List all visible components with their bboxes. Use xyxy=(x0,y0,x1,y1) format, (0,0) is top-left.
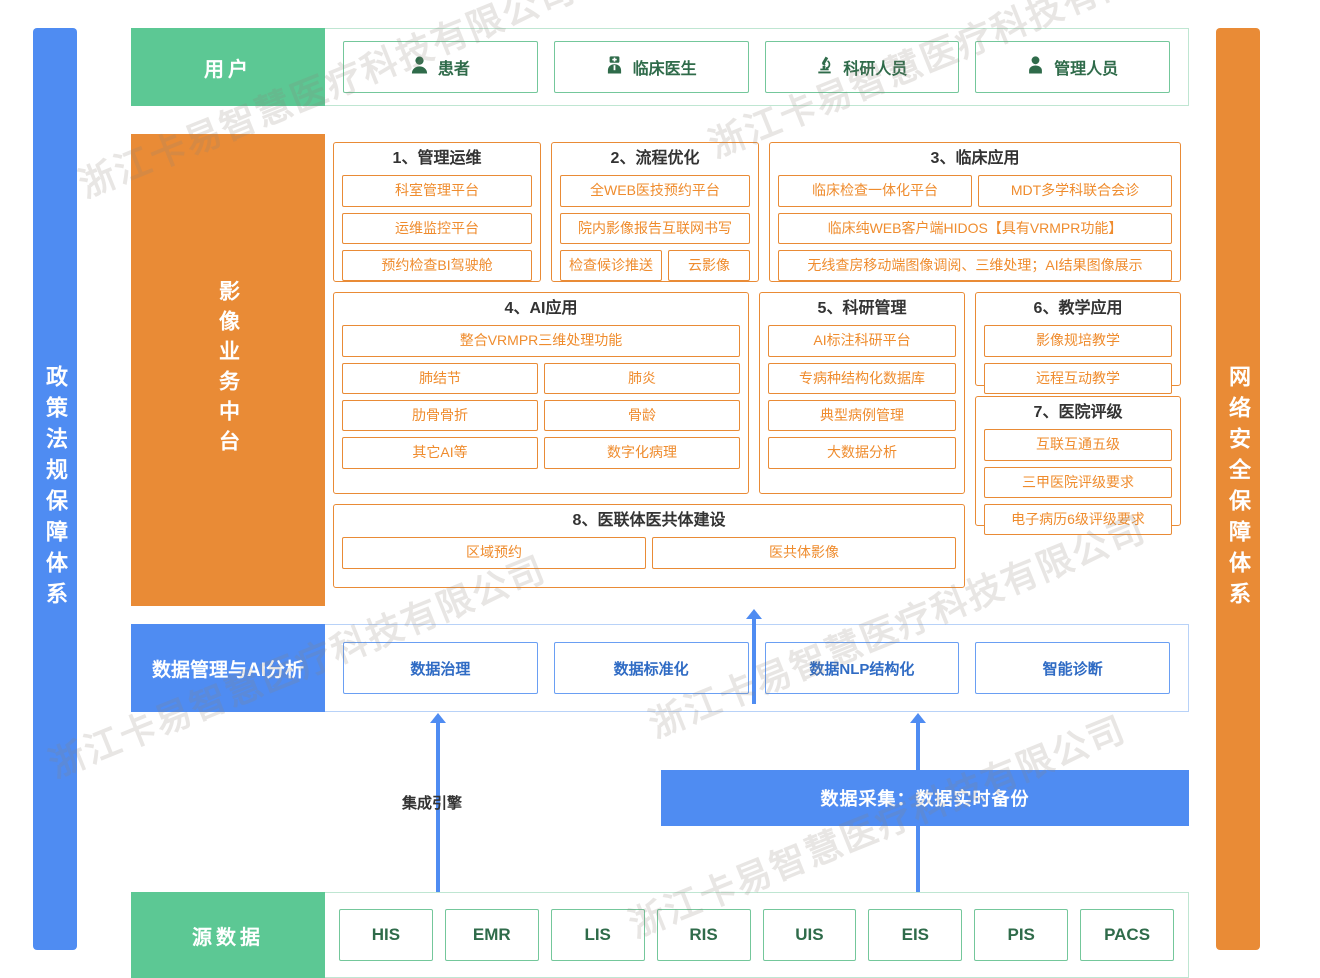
connector-band: 集成引擎 数据采集：数据实时备份 xyxy=(131,618,1189,892)
group-hospital-rating: 7、医院评级 互联互通五级 三甲医院评级要求 电子病历6级评级要求 xyxy=(975,396,1181,536)
user-card-admin[interactable]: 管理人员 xyxy=(975,41,1170,93)
source-card-his[interactable]: HIS xyxy=(339,909,433,961)
group-item[interactable]: 预约检查BI驾驶舱 xyxy=(342,249,532,282)
user-card-patient[interactable]: 患者 xyxy=(343,41,538,93)
group-row: 区域预约 医共体影像 xyxy=(342,537,956,569)
arrow-platform-up xyxy=(752,618,756,704)
group-title: 1、管理运维 xyxy=(392,150,482,167)
doctor-icon xyxy=(606,55,623,79)
user-card-label: 科研人员 xyxy=(843,61,908,78)
source-card-eis[interactable]: EIS xyxy=(868,909,963,961)
group-title: 7、医院评级 xyxy=(1033,404,1123,421)
group-item[interactable]: 影像规培教学 xyxy=(984,325,1172,357)
data-management-band: 数据管理与AI分析 数据治理 数据标准化 数据NLP结构化 智能诊断 xyxy=(131,624,1189,712)
data-capture-bar: 数据采集：数据实时备份 xyxy=(661,770,1189,826)
data-card-standardization[interactable]: 数据标准化 xyxy=(553,642,749,694)
platform-label-text: 影像业务中台 xyxy=(216,280,240,460)
group-row: 临床检查一体化平台 MDT多学科联合会诊 xyxy=(778,175,1172,207)
group-item[interactable]: 临床纯WEB客户端HIDOS【具有VRMPR功能】 xyxy=(778,212,1172,244)
group-item[interactable]: 检查候诊推送 xyxy=(560,249,662,282)
group-item[interactable]: 临床检查一体化平台 xyxy=(778,175,972,207)
group-management-ops: 1、管理运维 科室管理平台 运维监控平台 预约检查BI驾驶舱 xyxy=(333,142,541,282)
person-icon xyxy=(411,56,428,79)
group-item[interactable]: 区域预约 xyxy=(342,537,646,569)
group-title: 3、临床应用 xyxy=(930,150,1020,167)
group-item[interactable]: 骨龄 xyxy=(544,399,740,432)
users-list: 患者 临床医生 科研人员 xyxy=(325,28,1189,106)
integration-engine-label: 集成引擎 xyxy=(402,795,463,812)
group-item[interactable]: 大数据分析 xyxy=(768,437,956,469)
source-card-pis[interactable]: PIS xyxy=(974,909,1069,961)
group-title: 6、教学应用 xyxy=(1033,300,1123,317)
source-card-uis[interactable]: UIS xyxy=(762,909,857,961)
group-row: 检查候诊推送 云影像 xyxy=(560,249,750,282)
person-icon xyxy=(1027,55,1044,79)
group-item[interactable]: 互联互通五级 xyxy=(984,429,1172,461)
group-item[interactable]: 其它AI等 xyxy=(342,437,538,469)
group-item[interactable]: 远程互动教学 xyxy=(984,362,1172,394)
group-item[interactable]: 云影像 xyxy=(668,249,750,282)
group-item[interactable]: 院内影像报告互联网书写 xyxy=(560,212,750,244)
group-item[interactable]: 整合VRMPR三维处理功能 xyxy=(342,325,740,357)
group-row: 肋骨骨折 骨龄 xyxy=(342,399,740,432)
user-card-label: 临床医生 xyxy=(632,61,697,78)
group-row: 其它AI等 数字化病理 xyxy=(342,437,740,469)
group-item[interactable]: 无线查房移动端图像调阅、三维处理；AI结果图像展示 xyxy=(778,249,1172,282)
group-research-management: 5、科研管理 AI标注科研平台 专病种结构化数据库 典型病例管理 大数据分析 xyxy=(759,292,965,494)
data-card-nlp[interactable]: 数据NLP结构化 xyxy=(764,642,960,694)
source-card-lis[interactable]: LIS xyxy=(550,909,645,961)
group-item[interactable]: 科室管理平台 xyxy=(342,175,532,207)
source-data-list: HIS EMR LIS RIS UIS EIS PIS PACS xyxy=(325,892,1189,978)
user-card-clinician[interactable]: 临床医生 xyxy=(553,41,749,93)
arrow-capture-to-data xyxy=(916,722,920,770)
right-sidebar-label: 网络安全保障体系 xyxy=(1226,365,1251,613)
microscope-icon xyxy=(816,56,833,79)
group-item[interactable]: 专病种结构化数据库 xyxy=(768,362,956,394)
data-management-list: 数据治理 数据标准化 数据NLP结构化 智能诊断 xyxy=(325,624,1189,712)
left-sidebar-label: 政策法规保障体系 xyxy=(43,365,68,613)
group-item[interactable]: MDT多学科联合会诊 xyxy=(978,175,1172,207)
arrow-integration-engine xyxy=(436,722,440,892)
group-teaching-application: 6、教学应用 影像规培教学 远程互动教学 xyxy=(975,292,1181,394)
platform-band: 影像业务中台 1、管理运维 科室管理平台 运维监控平台 预约检查BI驾驶舱 2、… xyxy=(131,134,1189,606)
data-card-governance[interactable]: 数据治理 xyxy=(343,642,538,694)
group-row: 肺结节 肺炎 xyxy=(342,362,740,394)
user-card-label: 管理人员 xyxy=(1054,61,1119,78)
group-title: 4、AI应用 xyxy=(504,300,578,317)
users-band-label: 用户 xyxy=(131,28,325,106)
source-card-ris[interactable]: RIS xyxy=(656,909,751,961)
group-title: 5、科研管理 xyxy=(817,300,907,317)
group-item[interactable]: 三甲医院评级要求 xyxy=(984,466,1172,498)
group-item[interactable]: 肺炎 xyxy=(544,362,740,394)
group-item[interactable]: 数字化病理 xyxy=(544,437,740,469)
source-data-label: 源数据 xyxy=(131,892,325,978)
group-item[interactable]: AI标注科研平台 xyxy=(768,325,956,357)
source-card-pacs[interactable]: PACS xyxy=(1080,909,1174,961)
group-item[interactable]: 运维监控平台 xyxy=(342,212,532,244)
arrow-source-to-capture xyxy=(916,824,920,892)
platform-groups: 1、管理运维 科室管理平台 运维监控平台 预约检查BI驾驶舱 2、流程优化 全W… xyxy=(325,134,1189,606)
user-card-researcher[interactable]: 科研人员 xyxy=(764,41,960,93)
group-item[interactable]: 医共体影像 xyxy=(652,537,956,569)
users-band: 用户 患者 临床医生 xyxy=(131,28,1189,106)
group-medical-consortium: 8、医联体医共体建设 区域预约 医共体影像 xyxy=(333,504,965,588)
source-data-band: 源数据 HIS EMR LIS RIS UIS EIS PIS PACS xyxy=(131,892,1189,978)
group-item[interactable]: 电子病历6级评级要求 xyxy=(984,503,1172,536)
user-card-label: 患者 xyxy=(437,61,470,78)
group-item[interactable]: 典型病例管理 xyxy=(768,399,956,432)
group-item[interactable]: 全WEB医技预约平台 xyxy=(560,175,750,207)
group-title: 8、医联体医共体建设 xyxy=(572,512,726,529)
group-item[interactable]: 肺结节 xyxy=(342,362,538,394)
group-ai-application: 4、AI应用 整合VRMPR三维处理功能 肺结节 肺炎 肋骨骨折 骨龄 其它AI… xyxy=(333,292,749,494)
platform-band-label: 影像业务中台 xyxy=(131,134,325,606)
network-security-sidebar: 网络安全保障体系 xyxy=(1216,28,1260,950)
data-management-label: 数据管理与AI分析 xyxy=(131,624,325,712)
group-clinical-application: 3、临床应用 临床检查一体化平台 MDT多学科联合会诊 临床纯WEB客户端HID… xyxy=(769,142,1181,282)
policy-regulation-sidebar: 政策法规保障体系 xyxy=(33,28,77,950)
group-title: 2、流程优化 xyxy=(610,150,700,167)
source-card-emr[interactable]: EMR xyxy=(444,909,539,961)
group-item[interactable]: 肋骨骨折 xyxy=(342,399,538,432)
group-process-optimization: 2、流程优化 全WEB医技预约平台 院内影像报告互联网书写 检查候诊推送 云影像 xyxy=(551,142,759,282)
data-card-diagnosis[interactable]: 智能诊断 xyxy=(975,642,1170,694)
